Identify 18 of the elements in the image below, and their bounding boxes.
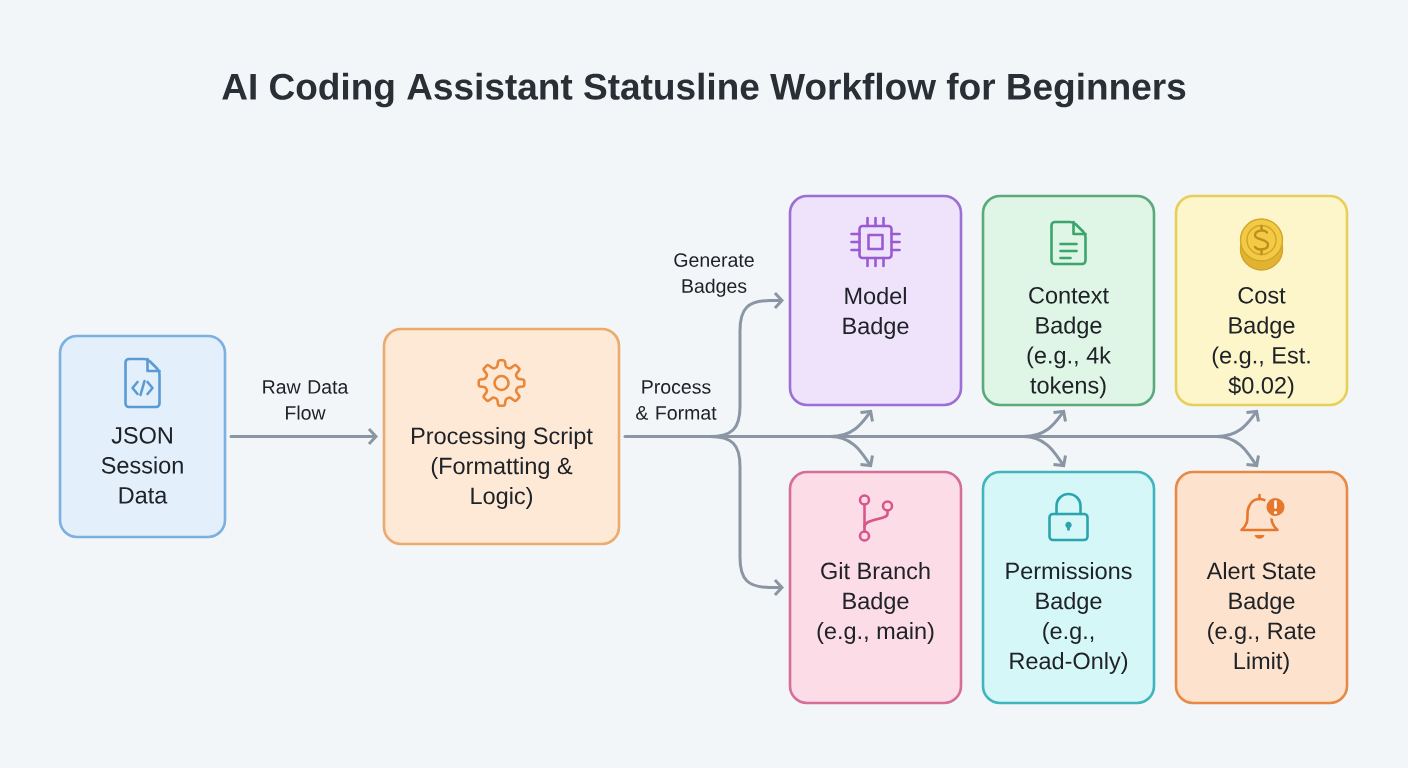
- badge-box: Alert State Badge (e.g., Rate Limit): [1174, 470, 1349, 705]
- arrow: [229, 427, 378, 446]
- arrow: [1215, 435, 1260, 468]
- arrow: [1022, 435, 1067, 468]
- badge-box: Context Badge (e.g., 4k tokens): [981, 194, 1156, 407]
- arrow: [708, 435, 784, 597]
- arrow: [829, 435, 874, 468]
- edge-label: Raw Data Flow: [256, 378, 354, 422]
- edge-label: Generate Badges: [665, 251, 763, 299]
- badge-box: Git Branch Badge (e.g., main): [788, 470, 963, 705]
- process-box: Processing Script (Formatting & Logic): [382, 327, 621, 546]
- badge-box: Cost Badge (e.g., Est. $0.02): [1174, 194, 1349, 407]
- data-box: JSON Session Data: [58, 334, 227, 539]
- edge-label: Process & Format: [630, 378, 722, 422]
- title: AI Coding Assistant Statusline Workflow for Beginners: [222, 72, 1186, 108]
- badge-box: Model Badge: [788, 194, 963, 407]
- connector-line: [623, 435, 712, 438]
- badge-box: Permissions Badge (e.g., Read-Only): [981, 470, 1156, 705]
